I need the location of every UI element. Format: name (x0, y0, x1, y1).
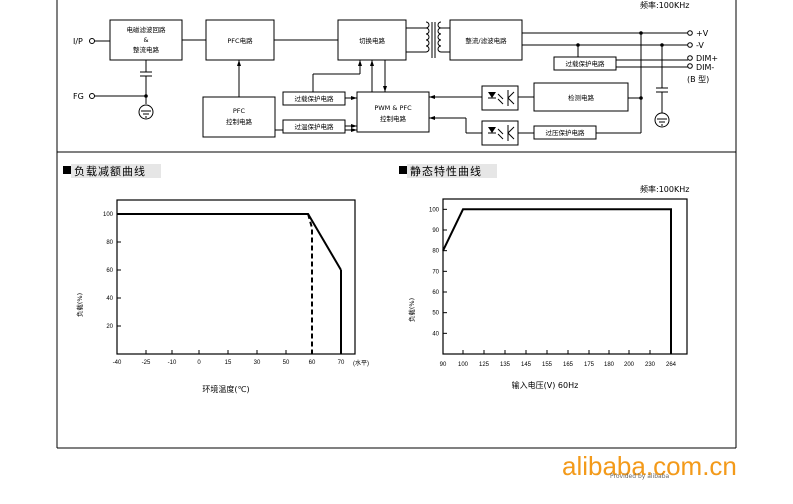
alibaba-watermark-sub: Provided by alibaba (610, 473, 670, 480)
static-xtick-label: 145 (521, 362, 532, 368)
derating-ylabel: 负载(%) (75, 293, 84, 317)
derating-bullet-icon (63, 166, 71, 174)
static-xtick-label: 165 (563, 362, 574, 368)
derating-xtick-label: 50 (283, 360, 290, 366)
derating-title: 负载减额曲线 (74, 164, 146, 178)
optocoupler-icon-top (481, 85, 519, 111)
static-xtick-label: 100 (458, 362, 469, 368)
static-ylabel: 负载(%) (407, 298, 416, 322)
static-xtick-label: 90 (440, 362, 447, 368)
derating-xtick-label: 60 (309, 360, 316, 366)
dim-minus-label: DIM- (696, 63, 714, 72)
ground-icon (138, 104, 154, 120)
derating-xtick-label: -25 (142, 360, 151, 366)
static-series-line (442, 208, 672, 354)
static-xtick-label: 180 (604, 362, 615, 368)
derating-series-line (307, 213, 313, 354)
pfc-ctrl-line-1: PFC (233, 107, 246, 115)
output-plus-terminal (687, 30, 693, 36)
pfc-ctrl-block (202, 96, 276, 138)
derating-ytick-label: 40 (106, 296, 113, 302)
ovp-block-label: 过压保护电路 (546, 128, 586, 137)
output-minus-label: -V (696, 41, 704, 50)
static-xtick-label: 264 (666, 362, 677, 368)
static-freq-label: 频率:100KHz (640, 184, 689, 194)
bd-freq-label: 频率:100KHz (640, 0, 689, 10)
output-minus-terminal (687, 42, 693, 48)
ocp-right-block (553, 56, 617, 71)
static-xtick-label: 230 (645, 362, 656, 368)
static-xtick-label: 135 (500, 362, 511, 368)
static-chart: 40 50 60 70 80 90 100 90 100 125 135 145 155 165 175 1… (407, 198, 688, 390)
alibaba-watermark: alibaba.com.cn (562, 451, 737, 481)
derating-ytick-label: 100 (103, 212, 114, 218)
block-diagram: 频率:100KHz I/P FG 电磁滤波回路 & 整流电路 PFC电路 切换电… (73, 0, 718, 146)
ip-terminal (89, 38, 95, 44)
static-ytick-label: 100 (429, 207, 440, 213)
static-ytick-label: 40 (432, 331, 439, 337)
dim-plus-terminal (687, 55, 693, 61)
derating-ytick-label: 20 (106, 324, 113, 330)
static-ytick-label: 90 (432, 228, 439, 234)
derating-xtick-label: 70 (338, 360, 345, 366)
switch-block (337, 19, 407, 61)
otp-left-label: 过温保护电路 (295, 122, 335, 131)
static-ytick-label: 80 (432, 249, 439, 255)
derating-chart: 20 40 60 80 100 -40 -25 -10 0 15 30 50 60 70 负载(%) 环… (75, 199, 369, 394)
derating-ytick-label: 60 (106, 268, 113, 274)
emi-line-2: & (143, 36, 148, 44)
derating-xtick-label: 30 (254, 360, 261, 366)
derating-series-line (117, 213, 342, 271)
rectifier-block-label: 整流/滤波电路 (465, 36, 507, 45)
pwm-line-2: 控制电路 (380, 114, 407, 123)
static-xtick-label: 175 (584, 362, 595, 368)
static-title: 静态特性曲线 (410, 164, 482, 178)
derating-title-bg (71, 164, 161, 178)
emi-line-1: 电磁滤波回路 (127, 25, 167, 34)
emi-line-3: 整流电路 (133, 45, 160, 54)
dim-plus-label: DIM+ (696, 54, 718, 63)
static-ytick-label: 50 (432, 311, 439, 317)
derating-xtick-label: 0 (197, 360, 201, 366)
static-xtick-label: 155 (542, 362, 553, 368)
derating-plot-frame (116, 199, 356, 355)
pfc-ctrl-line-2: 控制电路 (226, 117, 253, 126)
ground-icon-output (654, 112, 670, 128)
detect-block-label: 检测电路 (568, 93, 595, 102)
static-ytick-label: 70 (432, 269, 439, 275)
rectifier-block (449, 19, 523, 61)
pwm-line-1: PWM & PFC (374, 104, 412, 112)
b-type-label: (B 型) (687, 75, 709, 84)
output-plus-label: +V (696, 29, 709, 38)
derating-ytick-label: 80 (106, 240, 113, 246)
detect-block (533, 82, 629, 112)
pwm-block (356, 91, 430, 133)
derating-xtick-label: -10 (168, 360, 177, 366)
optocoupler-icon-bottom (481, 120, 519, 146)
switch-block-label: 切换电路 (359, 36, 386, 45)
static-xtick-label: 125 (479, 362, 490, 368)
static-title-bg (407, 164, 497, 178)
static-xtick-label: 200 (624, 362, 635, 368)
dim-minus-terminal (687, 63, 693, 69)
derating-x-unit-note: (水平) (353, 359, 369, 367)
static-xlabel: 输入电压(V) 60Hz (512, 380, 579, 390)
derating-xtick-label: -40 (113, 360, 122, 366)
static-ytick-label: 60 (432, 290, 439, 296)
static-bullet-icon (399, 166, 407, 174)
pfc-block-label: PFC电路 (227, 36, 253, 45)
transformer-icon (425, 21, 442, 58)
ocp-left-label: 过载保护电路 (295, 94, 335, 103)
derating-xlabel: 环境温度(℃) (202, 384, 249, 394)
static-plot-frame (442, 198, 688, 355)
ocp-right-label: 过载保护电路 (566, 59, 606, 68)
ip-label: I/P (73, 37, 83, 46)
fg-terminal (89, 93, 95, 99)
fg-label: FG (73, 92, 84, 101)
derating-xtick-label: 15 (225, 360, 232, 366)
